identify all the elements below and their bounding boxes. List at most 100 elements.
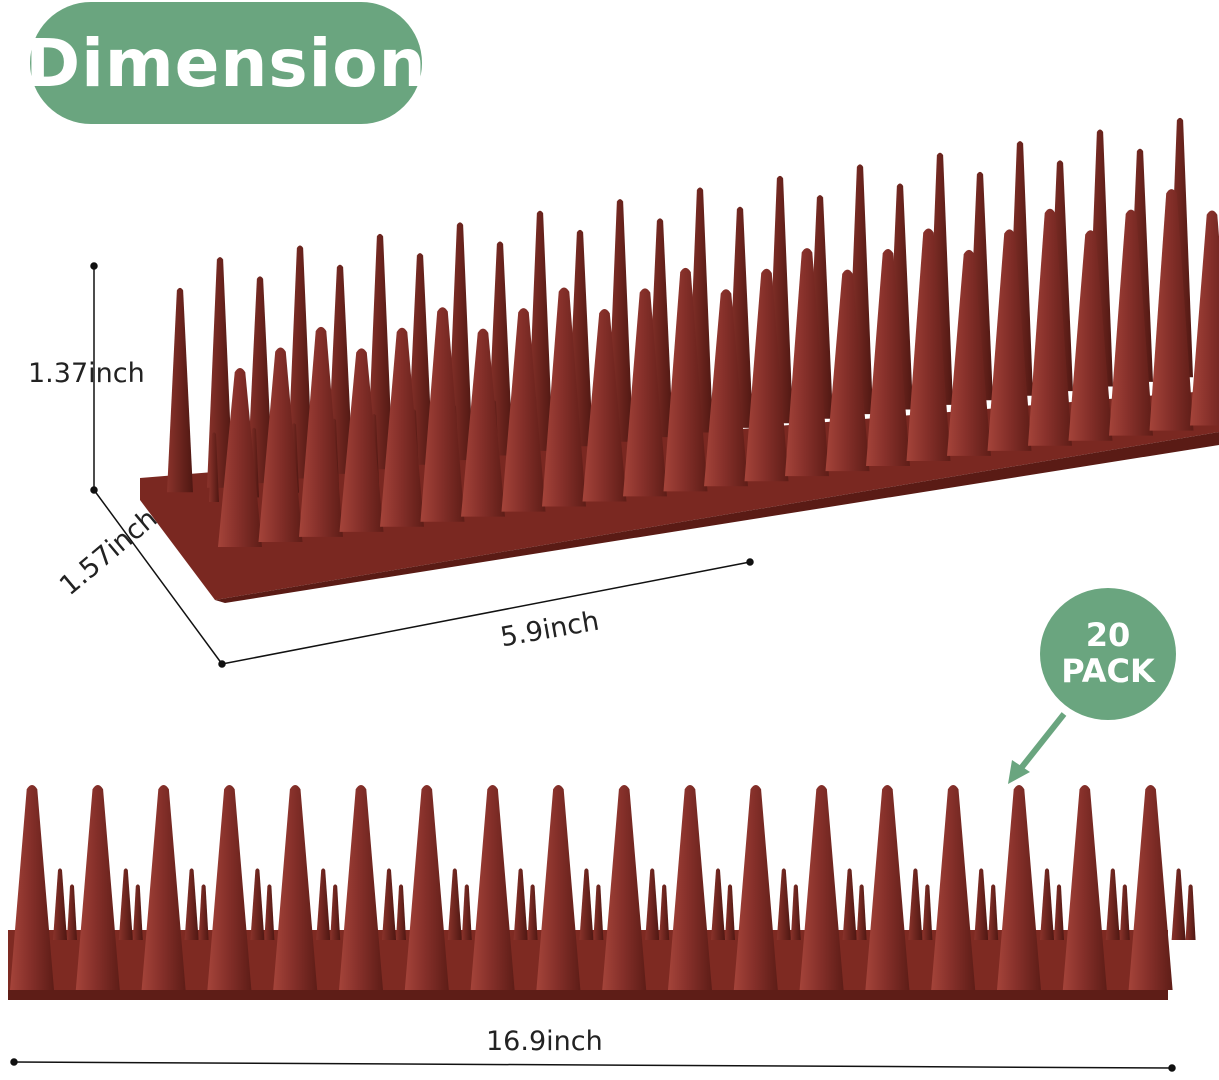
pointer-arrow-icon	[1008, 712, 1067, 784]
spike-small	[593, 884, 604, 940]
spike	[273, 785, 318, 990]
spike-front	[704, 289, 748, 487]
spike	[404, 785, 449, 990]
spike-small	[330, 884, 341, 940]
spike-small	[1040, 868, 1054, 940]
spike-front	[1149, 189, 1194, 431]
spike-front	[623, 288, 667, 497]
spike-front	[380, 327, 424, 527]
spike-small	[988, 884, 999, 940]
spike-small	[264, 884, 275, 940]
spike-small	[250, 868, 265, 940]
spike-front	[947, 249, 991, 456]
spike	[602, 785, 647, 990]
spike-front	[825, 269, 870, 472]
spike	[75, 785, 120, 990]
spike-small	[1185, 884, 1196, 940]
spike-small	[974, 868, 989, 940]
spike	[339, 785, 383, 990]
spike-front	[1068, 230, 1113, 441]
spike-small	[118, 868, 133, 940]
spike-small	[209, 432, 219, 502]
spike-small	[1054, 884, 1064, 940]
spike-small	[711, 868, 725, 940]
spike-small	[790, 884, 801, 940]
spike-small	[579, 868, 594, 940]
dimension-endpoint-dot-icon	[1168, 1064, 1176, 1072]
spike-small	[659, 884, 670, 940]
spike-strip-perspective	[140, 117, 1219, 603]
spike	[207, 785, 252, 990]
spike-small	[725, 884, 735, 940]
dimension-lines	[10, 262, 1176, 1072]
spike-front	[258, 347, 303, 542]
spike-small	[527, 884, 538, 940]
spike-front	[218, 368, 262, 547]
spike	[1128, 785, 1173, 990]
spike-small	[1171, 868, 1186, 940]
spike-front	[744, 268, 789, 482]
pack-unit: PACK	[1061, 652, 1155, 690]
spike	[931, 785, 976, 990]
page-title: Dimension	[25, 24, 427, 102]
spike	[10, 785, 54, 990]
dimension-endpoint-dot-icon	[90, 262, 98, 270]
spike-small	[513, 868, 528, 940]
total-length-label: 16.9inch	[486, 1026, 603, 1057]
spike-back	[287, 245, 313, 479]
spike-small	[53, 868, 67, 940]
pack-count: 20	[1085, 616, 1131, 655]
spike-strip-side	[8, 785, 1196, 1000]
spike	[141, 785, 186, 990]
spike	[470, 785, 515, 990]
spike-back	[207, 257, 233, 488]
spike-front	[339, 348, 384, 532]
spike-small	[447, 868, 462, 940]
spike	[997, 785, 1041, 990]
spike-small	[908, 868, 923, 940]
spike-front	[663, 267, 708, 492]
spike	[1062, 785, 1107, 990]
spike-front	[1028, 208, 1072, 446]
spike-small	[1119, 884, 1130, 940]
height-label: 1.37inch	[28, 358, 145, 389]
spike-small	[396, 884, 406, 940]
spike-front	[501, 308, 546, 512]
spike-front	[1190, 210, 1219, 426]
spike-small	[132, 884, 143, 940]
spike-small	[856, 884, 867, 940]
spike-front	[461, 328, 505, 517]
spike-back	[167, 287, 193, 493]
spike	[536, 785, 581, 990]
pack-badge: 20 PACK	[1040, 588, 1176, 720]
title-badge: Dimension	[25, 2, 426, 124]
spike-small	[922, 884, 933, 940]
dimension-endpoint-dot-icon	[10, 1058, 18, 1066]
spike-small	[1105, 868, 1120, 940]
spike	[668, 785, 712, 990]
spike-small	[67, 884, 77, 940]
spike-front	[906, 228, 951, 461]
spike-small	[198, 884, 209, 940]
spike-small	[382, 868, 396, 940]
spike-front	[987, 229, 1032, 451]
spike-small	[776, 868, 791, 940]
spike-small	[461, 884, 472, 940]
spike	[865, 785, 910, 990]
spike-small	[645, 868, 660, 940]
spike-small	[316, 868, 331, 940]
spike-front	[299, 326, 343, 537]
spike	[733, 785, 778, 990]
spike-front	[582, 308, 627, 502]
spike-front	[785, 248, 829, 477]
spike-back	[367, 233, 393, 470]
spike-front	[420, 307, 465, 522]
spike	[799, 785, 844, 990]
spike-front	[542, 287, 586, 507]
spike-small	[842, 868, 857, 940]
dimension-endpoint-dot-icon	[746, 558, 754, 566]
spike-front	[1109, 209, 1153, 436]
spike-front	[866, 249, 910, 466]
spike-small	[184, 868, 199, 940]
